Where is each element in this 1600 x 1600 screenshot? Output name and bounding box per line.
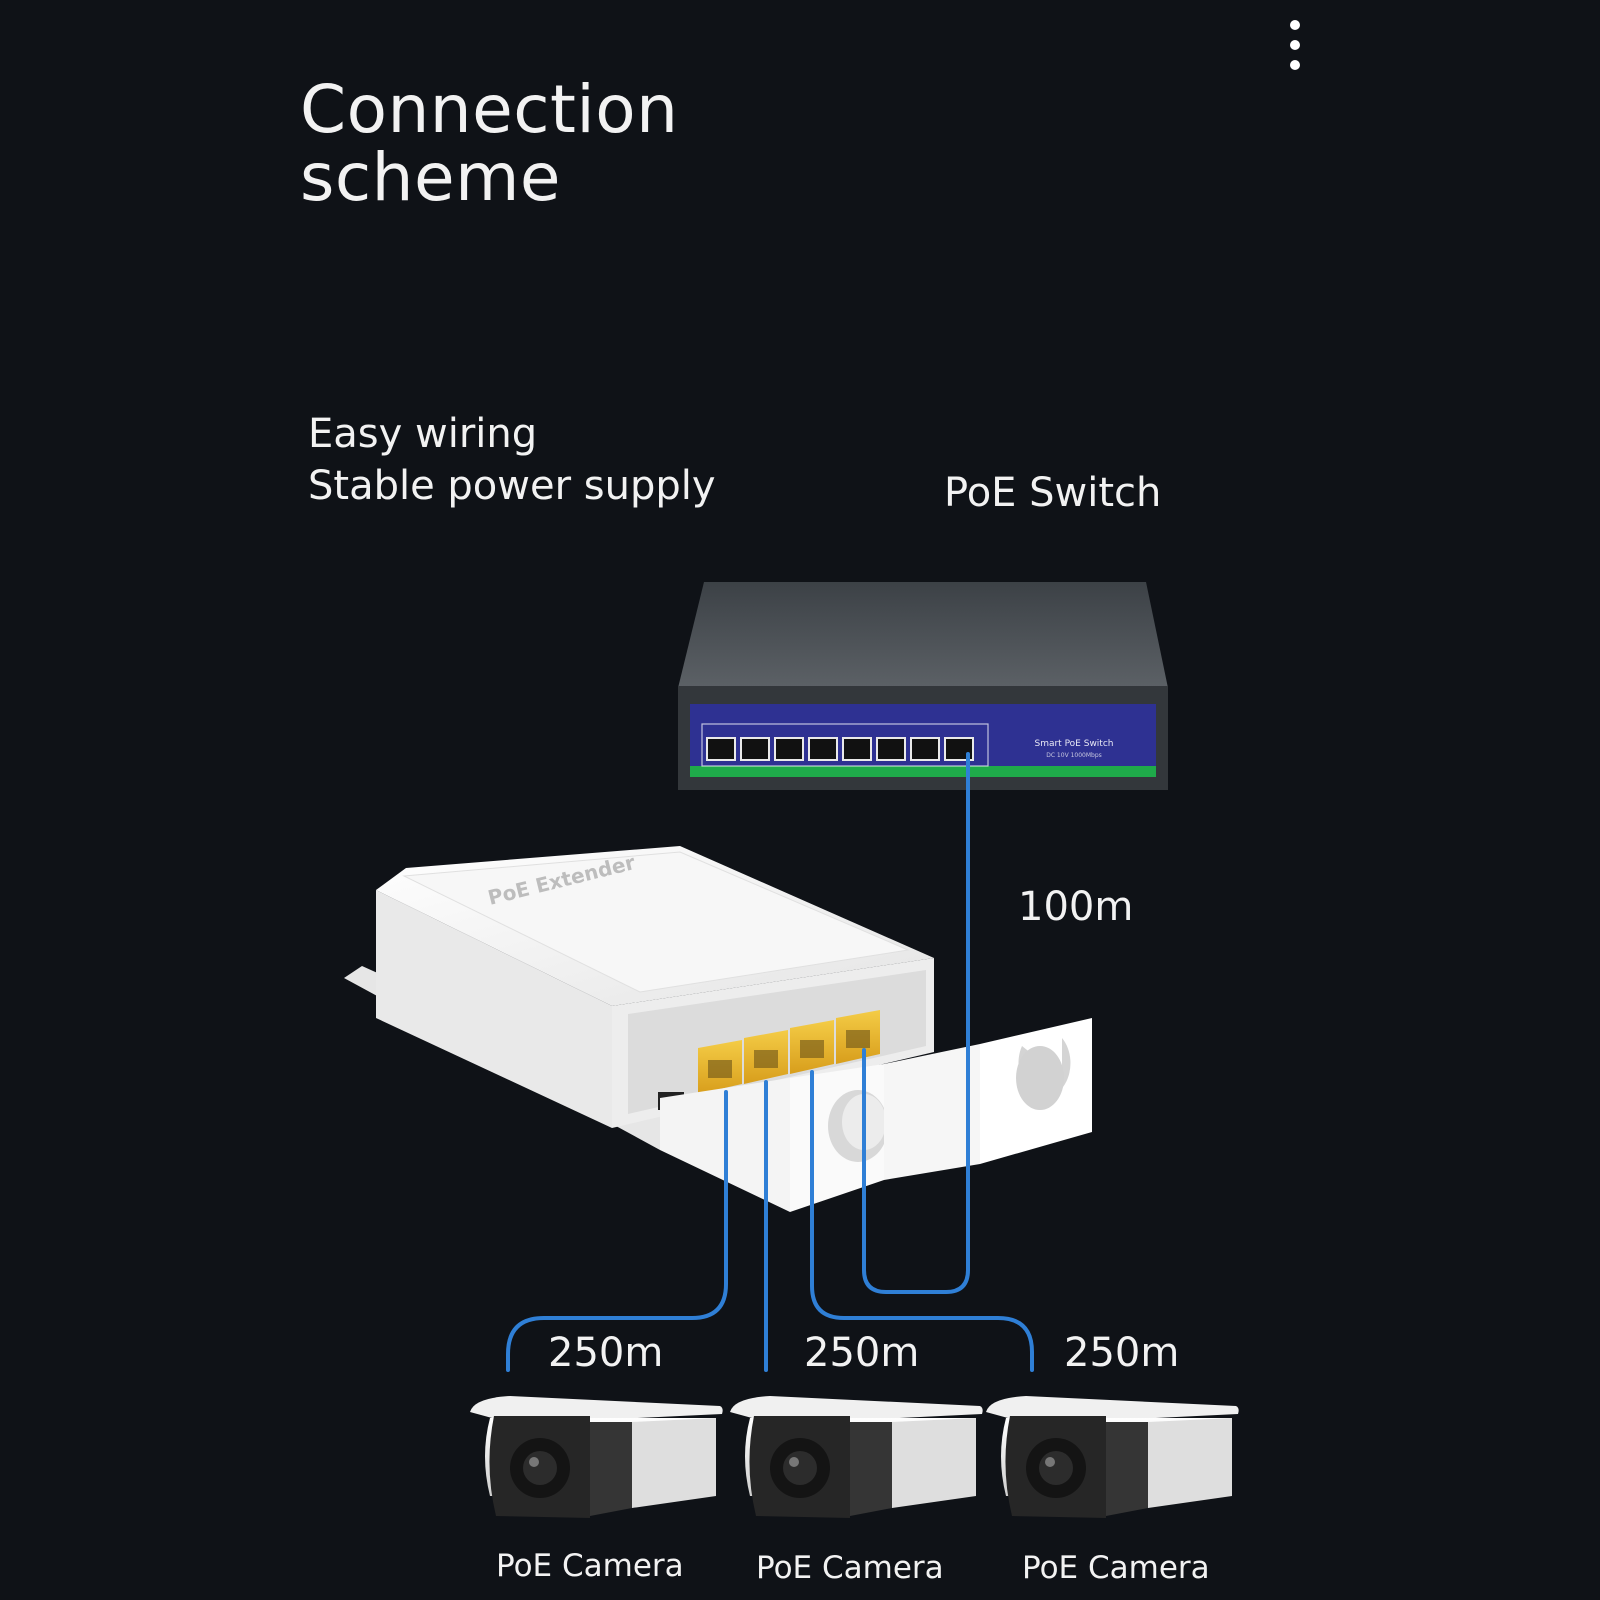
poe-extender: PoE Extender <box>344 846 1092 1212</box>
feature-list: Easy wiring Stable power supply <box>308 408 716 512</box>
switch-port-row <box>706 737 974 761</box>
camera-3-label: PoE Camera <box>1022 1550 1210 1586</box>
switch-panel-subtext: DC 10V 1000Mbps <box>1046 752 1102 759</box>
camera-1-distance-label: 250m <box>548 1330 664 1376</box>
camera-3-cable <box>810 1070 1034 1372</box>
page-title: Connection scheme <box>300 76 900 212</box>
more-vertical-icon[interactable] <box>1281 20 1311 74</box>
camera-3-distance-label: 250m <box>1064 1330 1180 1376</box>
camera-1 <box>470 1396 723 1518</box>
extender-port-row <box>698 1010 880 1094</box>
switch-label: PoE Switch <box>944 470 1162 516</box>
feature-easy-wiring: Easy wiring <box>308 411 538 457</box>
camera-2-distance-label: 250m <box>804 1330 920 1376</box>
camera-3 <box>986 1396 1239 1518</box>
camera-2-label: PoE Camera <box>756 1550 944 1586</box>
camera-2 <box>730 1396 983 1518</box>
switch-green-stripe <box>690 766 1156 777</box>
camera-1-label: PoE Camera <box>496 1548 684 1584</box>
title-line-2: scheme <box>300 139 562 216</box>
switch-panel-text: Smart PoE Switch <box>1034 739 1113 749</box>
poe-switch: Smart PoE Switch DC 10V 1000Mbps <box>678 582 1168 790</box>
cables <box>506 752 1034 1372</box>
title-line-1: Connection <box>300 71 679 148</box>
uplink-cable <box>862 752 970 1294</box>
camera-1-cable <box>506 1090 728 1372</box>
feature-stable-power: Stable power supply <box>308 463 716 509</box>
uplink-distance-label: 100m <box>1018 884 1134 930</box>
